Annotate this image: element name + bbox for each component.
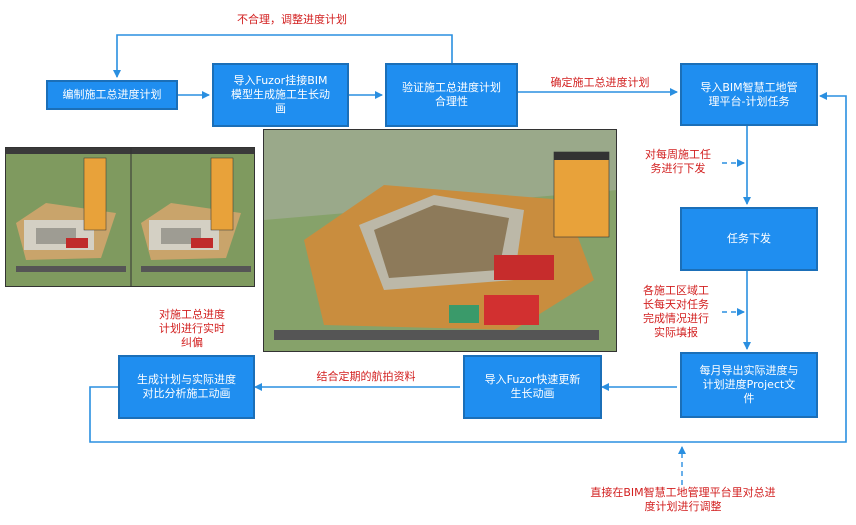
label-correct: 对施工总进度 计划进行实时 纠偏 xyxy=(159,308,225,349)
node-generate-animation: 生成计划与实际进度 对比分析施工动画 xyxy=(118,355,255,419)
label-weekly-issue: 对每周施工任 务进行下发 xyxy=(645,148,711,175)
node-export-project: 每月导出实际进度与 计划进度Project文 件 xyxy=(680,352,818,418)
node-import-fuzor: 导入Fuzor挂接BIM 模型生成施工生长动 画 xyxy=(212,63,349,127)
label-confirm-plan: 确定施工总进度计划 xyxy=(550,76,650,89)
node-task-issue: 任务下发 xyxy=(680,207,818,271)
site-model-screenshot xyxy=(263,129,617,352)
label-direct-adjust: 直接在BIM智慧工地管理平台里对总进 度计划进行调整 xyxy=(590,486,776,513)
node-fuzor-update: 导入Fuzor快速更新 生长动画 xyxy=(463,355,602,419)
split-view-screenshot xyxy=(5,147,255,287)
arrow-unreasonable-loop xyxy=(113,34,453,78)
node-compile-plan: 编制施工总进度计划 xyxy=(46,80,178,110)
label-aerial: 结合定期的航拍资料 xyxy=(316,370,416,383)
label-daily-report: 各施工区域工 长每天对任务 完成情况进行 实际填报 xyxy=(643,284,709,339)
arrow-feedback-loop xyxy=(89,92,847,443)
node-verify-plan: 验证施工总进度计划 合理性 xyxy=(385,63,518,127)
label-unreasonable: 不合理，调整进度计划 xyxy=(237,13,347,26)
node-import-platform: 导入BIM智慧工地管 理平台-计划任务 xyxy=(680,63,818,126)
